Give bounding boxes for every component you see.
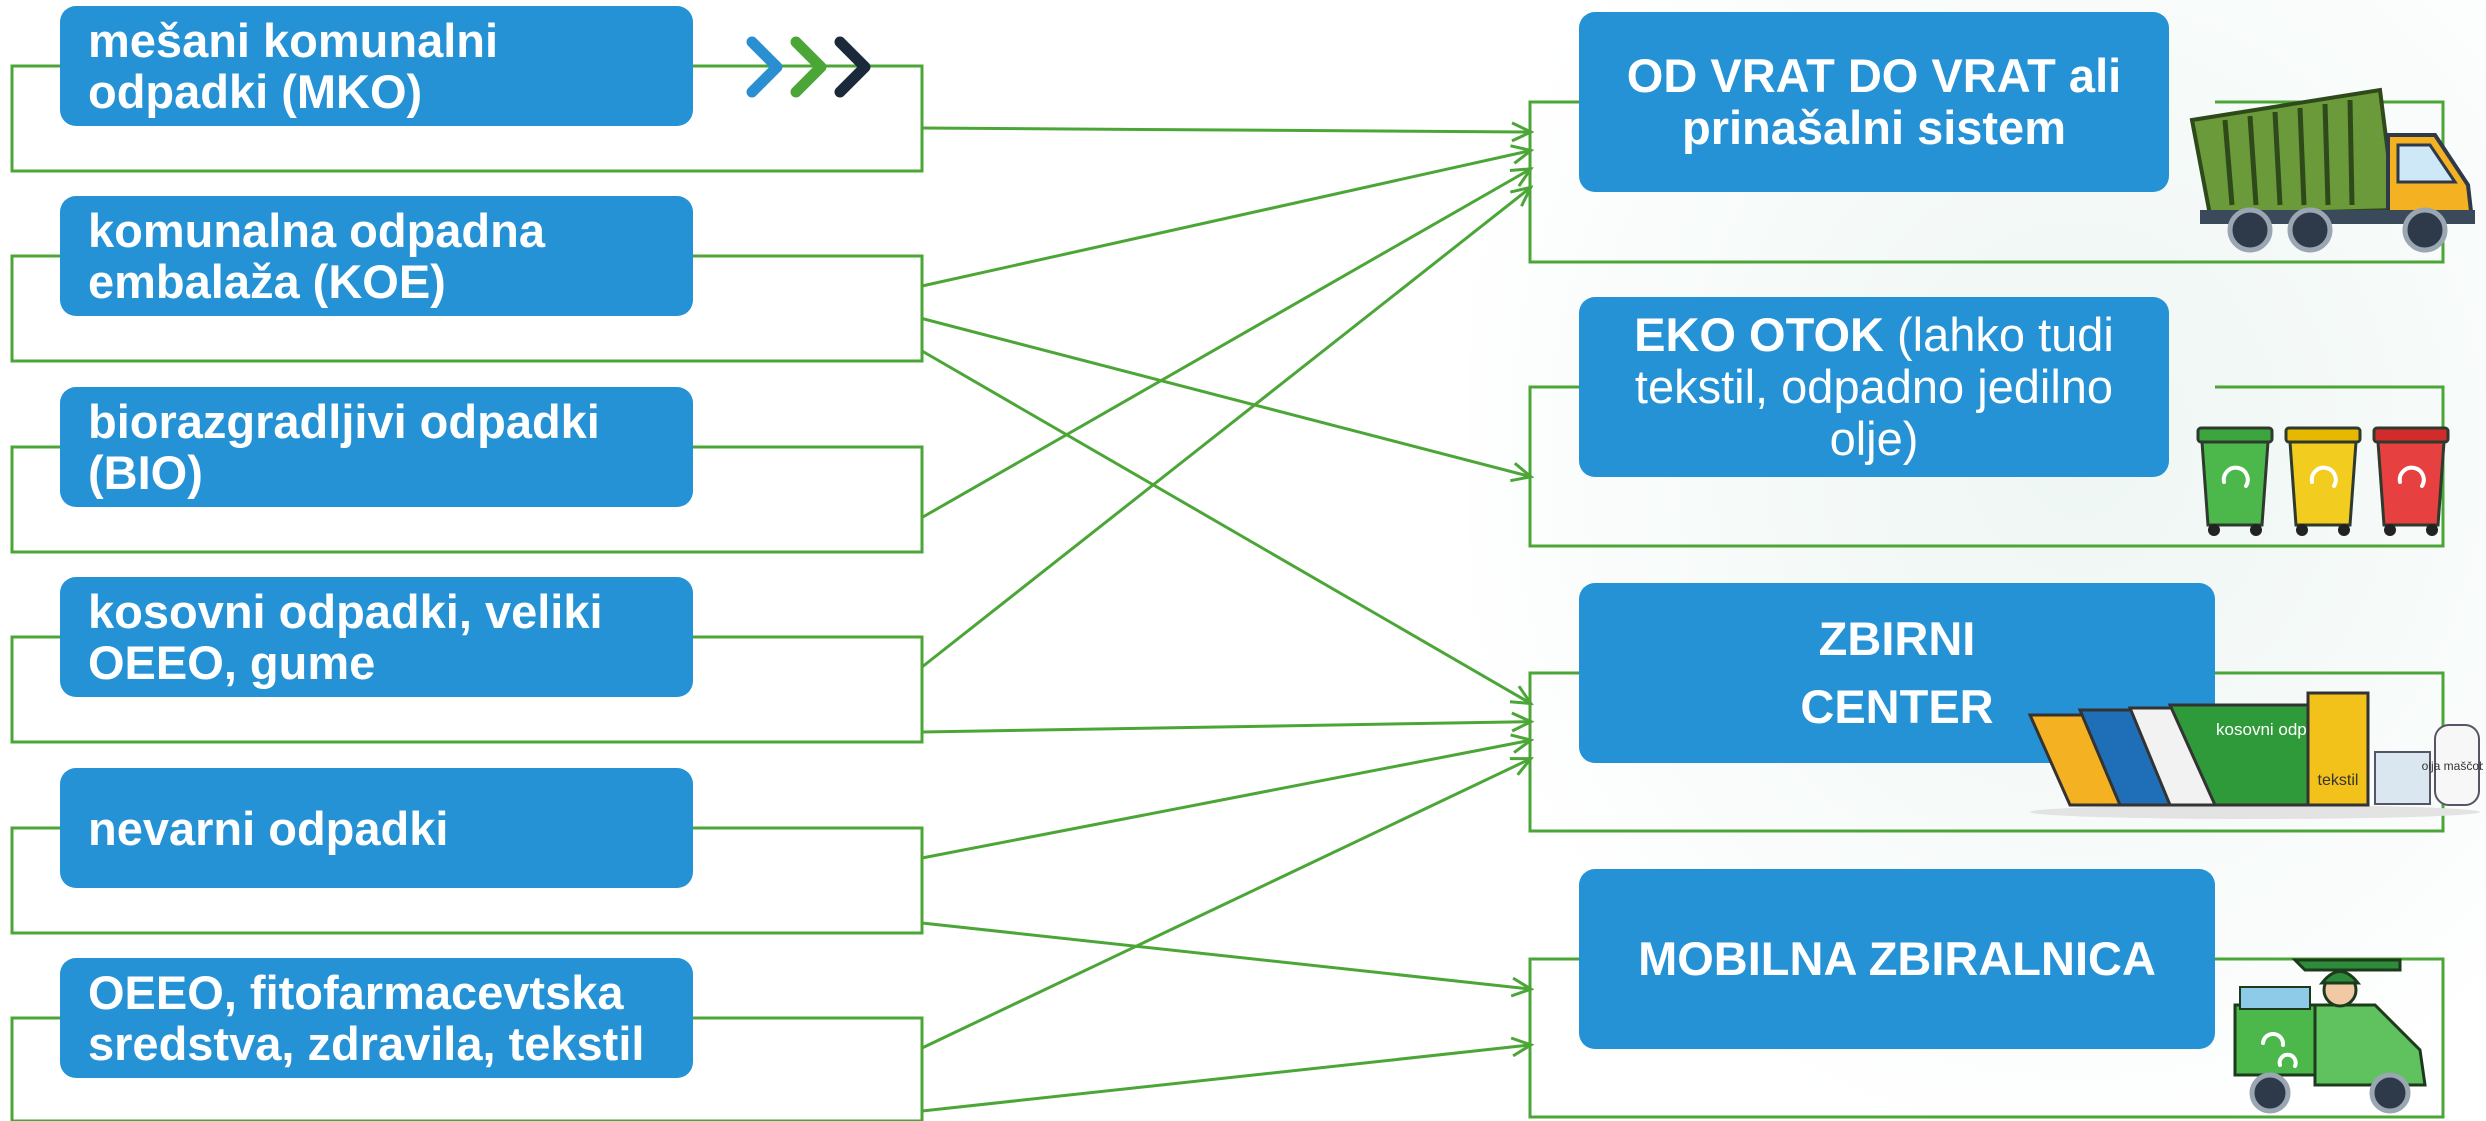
target-bracket-eko — [1528, 385, 2445, 548]
source-label-kosovni: kosovni odpadki, veliki OEEO, gume — [60, 577, 693, 697]
target-label-eko-otok: EKO OTOK (lahko tudi tekstil, odpadno je… — [1579, 297, 2169, 477]
target-label-mobilna-zbiralnica: MOBILNA ZBIRALNICA — [1579, 869, 2215, 1049]
garbage-truck-icon — [2189, 87, 2475, 253]
connector-oeeo-to-mobilna — [921, 1045, 1530, 1113]
connector-kos-to-zbirni — [921, 722, 1530, 734]
source-label-bio: biorazgradljivi odpadki (BIO) — [60, 387, 693, 507]
connector-oeeo-to-zbirni — [921, 759, 1530, 1050]
source-bracket-oeeo — [10, 1016, 924, 1121]
chevron-arrows-icon — [746, 36, 871, 98]
collection-containers-icon: kosovni odpadki tekstil olja maščobe — [2027, 691, 2483, 819]
eko-otok-title: EKO OTOK — [1634, 308, 1884, 361]
connector-koe-to-eko — [921, 317, 1530, 477]
connector-koe-to-zbirni — [921, 349, 1530, 703]
target-bracket-mobilna — [1528, 957, 2445, 1119]
zbirni-line-1: ZBIRNI — [1818, 612, 1976, 665]
target-bracket-odvrat — [1528, 100, 2445, 264]
mobile-collection-vehicle-icon — [2233, 958, 2427, 1114]
source-label-oeeo: OEEO, fitofarmacevtska sredstva, zdravil… — [60, 958, 693, 1078]
connector-mko-to-odvrat — [921, 128, 1530, 132]
target-bracket-zbirni — [1528, 671, 2445, 833]
eko-otok-note: (lahko tudi tekstil, odpadno jedilno olj… — [1634, 308, 2114, 465]
source-label-nevarni: nevarni odpadki — [60, 768, 693, 888]
connector-bio-to-odvrat — [921, 169, 1530, 519]
source-bracket-mko — [10, 64, 924, 173]
connector-koe-to-odvrat — [921, 151, 1530, 288]
connector-kos-to-odvrat — [921, 188, 1530, 669]
connector-nev-to-zbirni — [921, 740, 1530, 860]
tekstil-bin-label: tekstil — [2318, 772, 2359, 789]
source-bracket-koe — [10, 254, 924, 363]
target-label-od-vrat: OD VRAT DO VRAT ali prinašalni sistem — [1579, 12, 2169, 192]
source-bracket-bio — [10, 445, 924, 554]
source-bracket-kos — [10, 635, 924, 744]
recycling-bins-icon — [2196, 426, 2450, 536]
connector-nev-to-mobilna — [921, 921, 1530, 989]
source-bracket-nev — [10, 826, 924, 935]
olja-bin-label: olja maščobe — [2422, 759, 2483, 773]
source-label-mko: mešani komunalni odpadki (MKO) — [60, 6, 693, 126]
source-label-koe: komunalna odpadna embalaža (KOE) — [60, 196, 693, 316]
zbirni-line-2: CENTER — [1800, 680, 1994, 733]
